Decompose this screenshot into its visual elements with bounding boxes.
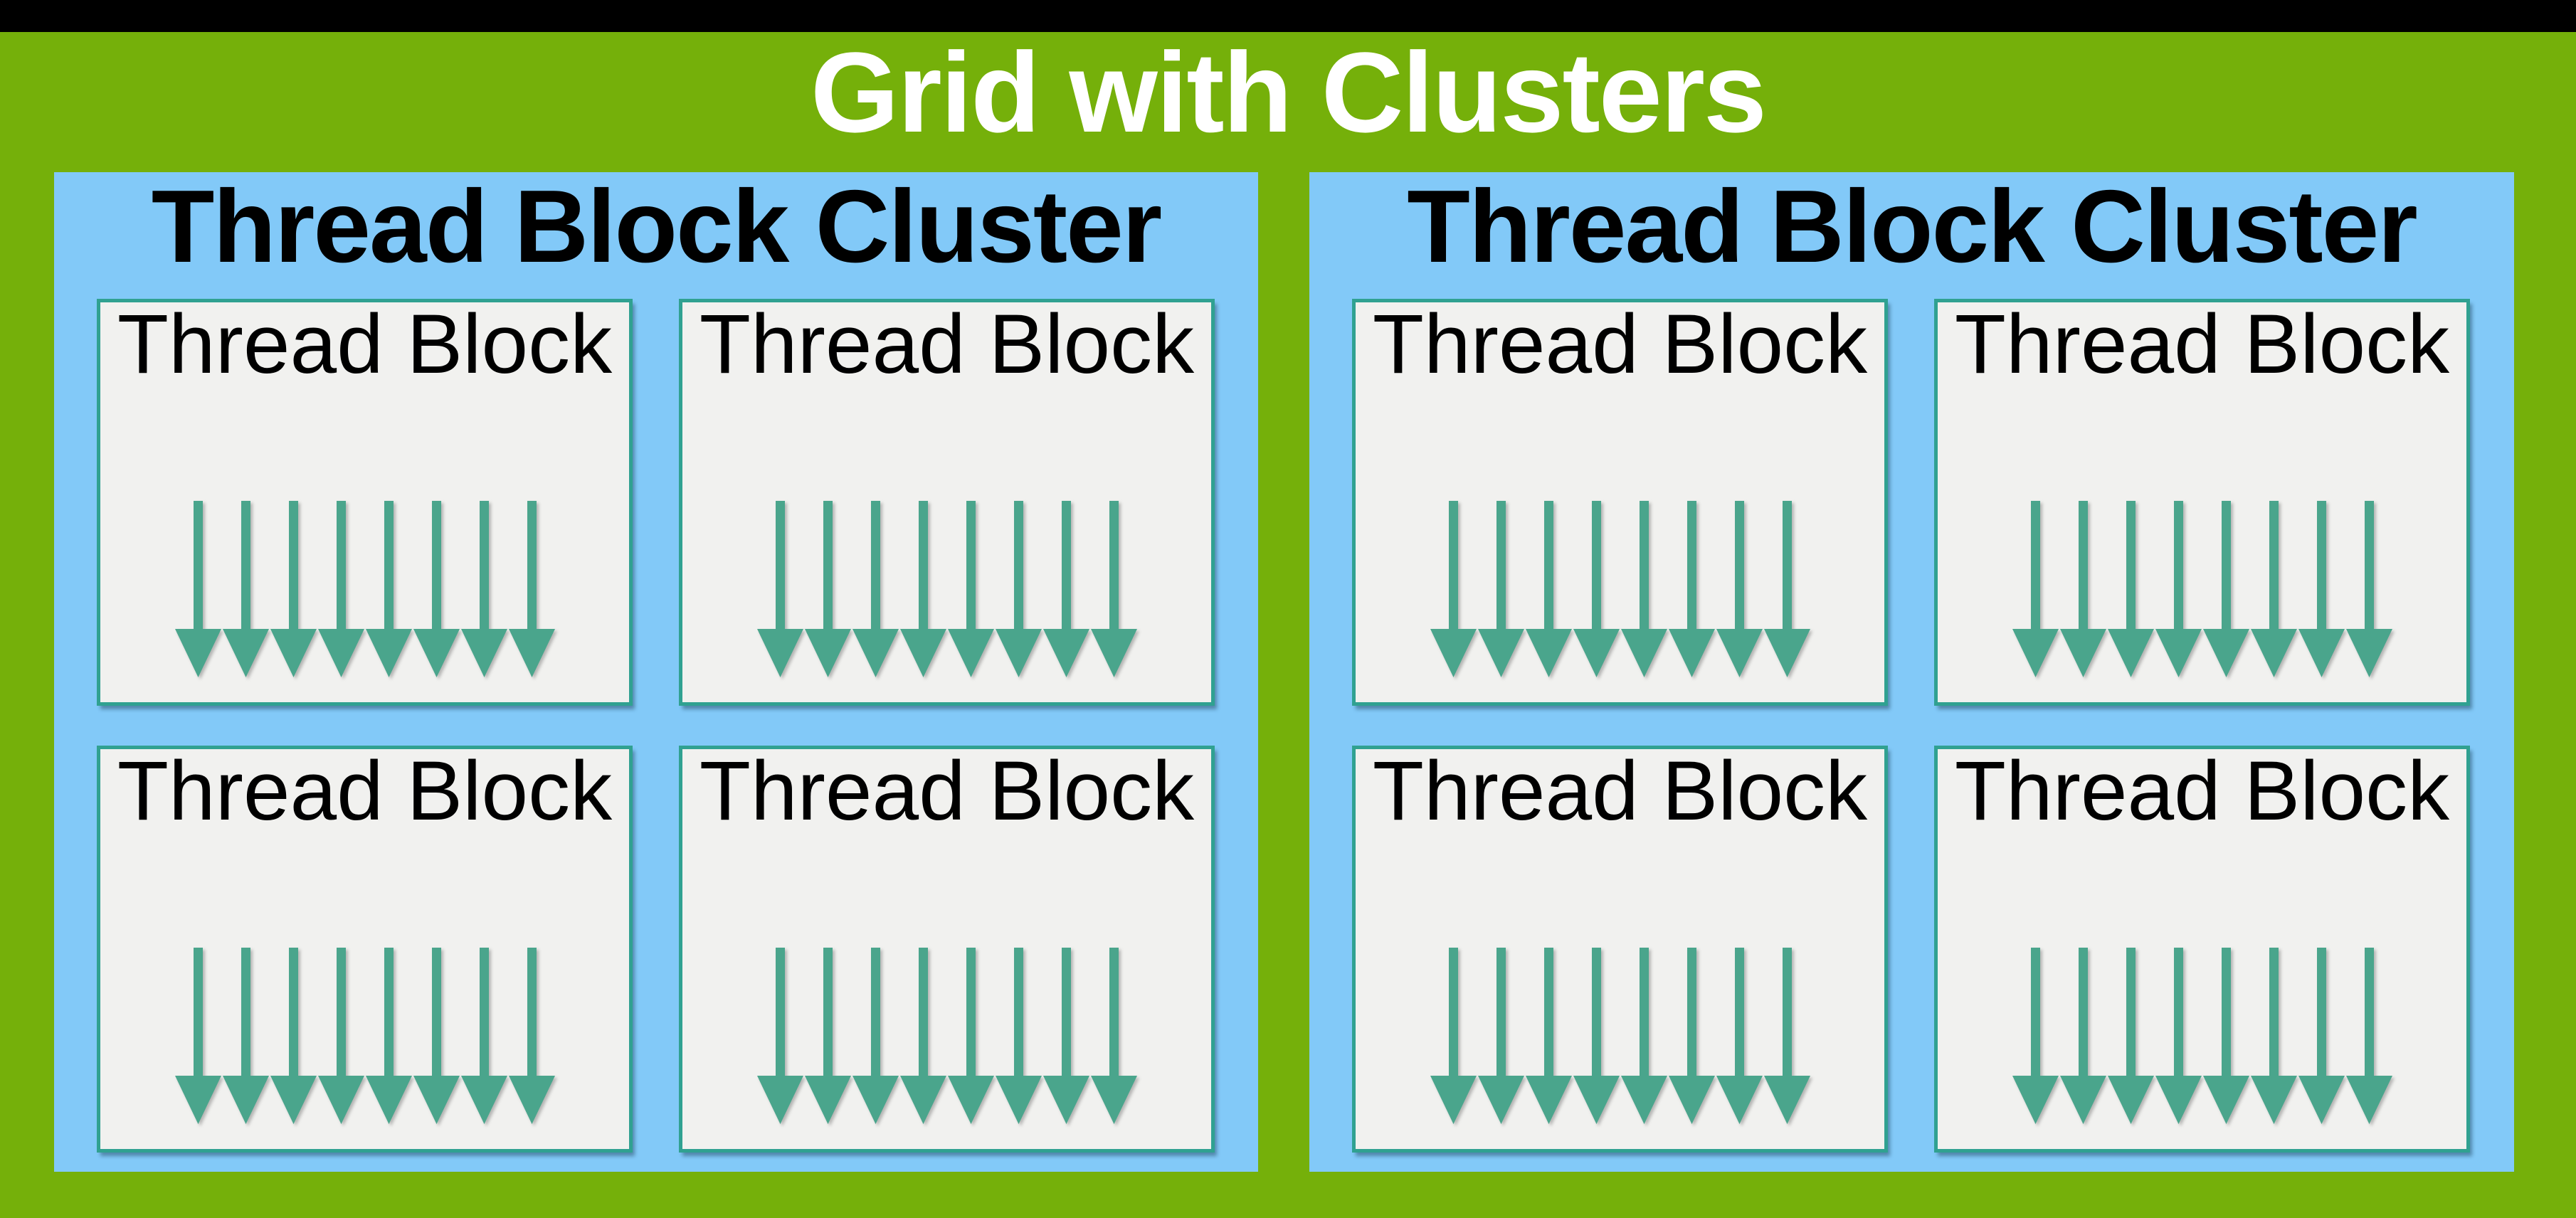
thread-arrow-icon [899, 948, 946, 1124]
thread-arrows [1938, 501, 2466, 677]
thread-arrow-icon [2298, 501, 2345, 677]
thread-block-label: Thread Block [117, 297, 613, 391]
thread-block-cluster-left: Thread Block Cluster Thread Block Thread… [54, 172, 1258, 1172]
thread-arrow-icon [1090, 501, 1137, 677]
thread-arrow-icon [804, 948, 851, 1124]
thread-arrow-icon [1716, 948, 1763, 1124]
thread-arrow-icon [1620, 948, 1667, 1124]
thread-arrow-icon [756, 948, 803, 1124]
thread-arrow-icon [2298, 948, 2345, 1124]
cluster-title: Thread Block Cluster [151, 168, 1162, 284]
thread-arrow-icon [2155, 948, 2202, 1124]
thread-arrow-icon [1668, 948, 1715, 1124]
thread-arrow-icon [899, 501, 946, 677]
cluster-blocks: Thread Block Thread Block Thread Block T… [1352, 299, 2470, 1153]
thread-arrow-icon [2107, 948, 2154, 1124]
top-bar [0, 0, 2576, 32]
thread-arrow-icon [2155, 501, 2202, 677]
thread-arrows [1356, 501, 1884, 677]
thread-arrow-icon [995, 501, 1042, 677]
thread-block: Thread Block [1352, 746, 1888, 1153]
thread-arrow-icon [2059, 948, 2106, 1124]
thread-arrow-icon [2250, 948, 2297, 1124]
thread-arrow-icon [1573, 501, 1620, 677]
thread-arrows [100, 501, 629, 677]
thread-arrow-icon [508, 501, 555, 677]
thread-block: Thread Block [1352, 299, 1888, 706]
thread-arrow-icon [1763, 501, 1810, 677]
thread-arrow-icon [1668, 501, 1715, 677]
thread-arrow-icon [1620, 501, 1667, 677]
thread-arrow-icon [2012, 501, 2059, 677]
thread-arrows [1356, 948, 1884, 1124]
thread-arrow-icon [174, 501, 221, 677]
thread-arrow-icon [317, 501, 364, 677]
thread-arrow-icon [2012, 948, 2059, 1124]
thread-arrow-icon [1477, 501, 1524, 677]
thread-arrow-icon [852, 501, 899, 677]
thread-arrow-icon [222, 948, 269, 1124]
thread-block: Thread Block [1934, 746, 2470, 1153]
thread-block-label: Thread Block [1372, 297, 1868, 391]
thread-block: Thread Block [679, 299, 1215, 706]
thread-arrow-icon [270, 501, 317, 677]
thread-arrow-icon [413, 948, 460, 1124]
thread-arrow-icon [2107, 501, 2154, 677]
thread-block-label: Thread Block [1372, 744, 1868, 838]
thread-block: Thread Block [1934, 299, 2470, 706]
thread-block-label: Thread Block [1954, 744, 2450, 838]
thread-arrows [100, 948, 629, 1124]
thread-block: Thread Block [679, 746, 1215, 1153]
thread-arrows [682, 948, 1211, 1124]
thread-arrow-icon [174, 948, 221, 1124]
thread-arrow-icon [413, 501, 460, 677]
thread-arrow-icon [317, 948, 364, 1124]
thread-arrow-icon [1430, 948, 1477, 1124]
thread-arrow-icon [2345, 948, 2392, 1124]
thread-arrow-icon [270, 948, 317, 1124]
thread-block-cluster-right: Thread Block Cluster Thread Block Thread… [1309, 172, 2514, 1172]
thread-arrow-icon [222, 501, 269, 677]
thread-arrow-icon [1430, 501, 1477, 677]
thread-arrow-icon [2345, 501, 2392, 677]
thread-block-label: Thread Block [1954, 297, 2450, 391]
thread-arrow-icon [1716, 501, 1763, 677]
page-title: Grid with Clusters [811, 28, 1767, 156]
thread-arrow-icon [1042, 501, 1089, 677]
thread-arrow-icon [1477, 948, 1524, 1124]
thread-arrow-icon [804, 501, 851, 677]
thread-block-label: Thread Block [699, 744, 1195, 838]
thread-arrow-icon [2202, 501, 2249, 677]
cluster-blocks: Thread Block Thread Block Thread Block T… [97, 299, 1215, 1153]
thread-arrow-icon [947, 501, 994, 677]
thread-arrow-icon [508, 948, 555, 1124]
thread-arrow-icon [852, 948, 899, 1124]
thread-arrow-icon [1090, 948, 1137, 1124]
thread-block: Thread Block [97, 299, 633, 706]
thread-block: Thread Block [97, 746, 633, 1153]
thread-block-label: Thread Block [699, 297, 1195, 391]
thread-arrow-icon [995, 948, 1042, 1124]
thread-arrow-icon [365, 948, 412, 1124]
thread-arrow-icon [1525, 501, 1572, 677]
thread-arrows [682, 501, 1211, 677]
thread-arrow-icon [2250, 501, 2297, 677]
thread-arrow-icon [460, 501, 507, 677]
thread-arrows [1938, 948, 2466, 1124]
thread-arrow-icon [365, 501, 412, 677]
thread-arrow-icon [2059, 501, 2106, 677]
cluster-title: Thread Block Cluster [1407, 168, 2417, 284]
thread-block-label: Thread Block [117, 744, 613, 838]
thread-arrow-icon [1525, 948, 1572, 1124]
thread-arrow-icon [1763, 948, 1810, 1124]
thread-arrow-icon [2202, 948, 2249, 1124]
thread-arrow-icon [460, 948, 507, 1124]
thread-arrow-icon [756, 501, 803, 677]
thread-arrow-icon [947, 948, 994, 1124]
thread-arrow-icon [1042, 948, 1089, 1124]
thread-arrow-icon [1573, 948, 1620, 1124]
